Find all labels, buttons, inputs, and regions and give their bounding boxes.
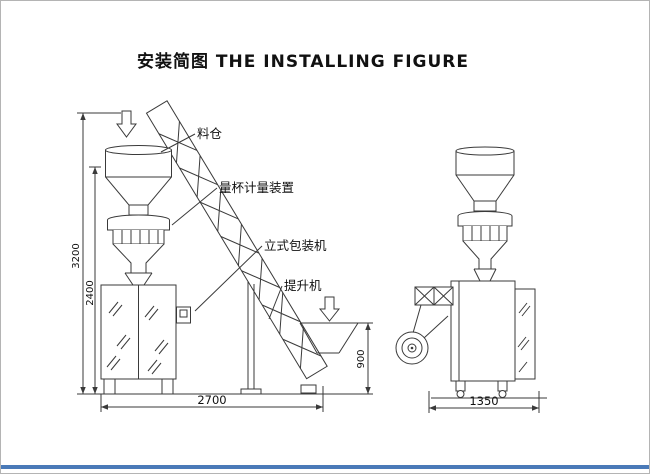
side-view-dimensions: 1350	[428, 391, 540, 413]
caster-wheel-right	[498, 390, 507, 398]
side-door-panel	[514, 288, 536, 380]
caster-wheel-left	[456, 390, 465, 398]
side-door-hatching	[517, 302, 531, 373]
hopper-front	[105, 145, 172, 216]
leader-line-measuring-device	[171, 187, 218, 226]
packing-machine-side-view	[395, 146, 547, 399]
label-hopper: 料仓	[197, 126, 223, 141]
dim-2400: 2400	[85, 280, 96, 305]
dim-3200: 3200	[71, 243, 82, 268]
machine-foot-left	[103, 378, 116, 395]
measuring-device-front	[107, 214, 170, 286]
cabinet-side	[450, 280, 536, 398]
hopper-side	[455, 146, 515, 212]
diagram-title: 安装简图 THE INSTALLING FIGURE	[137, 51, 469, 72]
dim-900: 900	[356, 349, 367, 368]
film-bracket	[412, 286, 454, 339]
dim-2700: 2700	[197, 393, 226, 407]
leader-line-packing-machine	[194, 245, 263, 312]
bottom-accent-bar	[1, 465, 649, 469]
callout-labels: 料仓 量杯计量装置 立式包装机 提升机	[160, 126, 327, 320]
material-flow-arrow-hopper	[116, 110, 137, 138]
control-panel	[176, 306, 191, 324]
label-elevator: 提升机	[284, 278, 322, 293]
elevator-conveyor	[145, 100, 328, 395]
packing-machine-front-view	[89, 110, 373, 395]
label-packing-machine: 立式包装机	[264, 238, 327, 253]
machine-foot-right	[161, 378, 174, 395]
feed-bin	[299, 296, 359, 354]
material-flow-arrow-feed-bin	[318, 296, 341, 322]
door-glass-hatching	[106, 301, 169, 375]
label-measuring-device: 量杯计量装置	[219, 180, 294, 195]
cabinet-front	[100, 284, 191, 395]
conveyor-foot	[300, 384, 317, 394]
leader-line-elevator	[268, 285, 283, 320]
film-roll	[395, 331, 429, 365]
dim-1350: 1350	[469, 394, 498, 408]
leader-line-hopper	[160, 133, 196, 153]
measuring-device-side	[457, 211, 513, 282]
front-view-dimensions: 3200 2400 2700 900	[71, 112, 373, 412]
